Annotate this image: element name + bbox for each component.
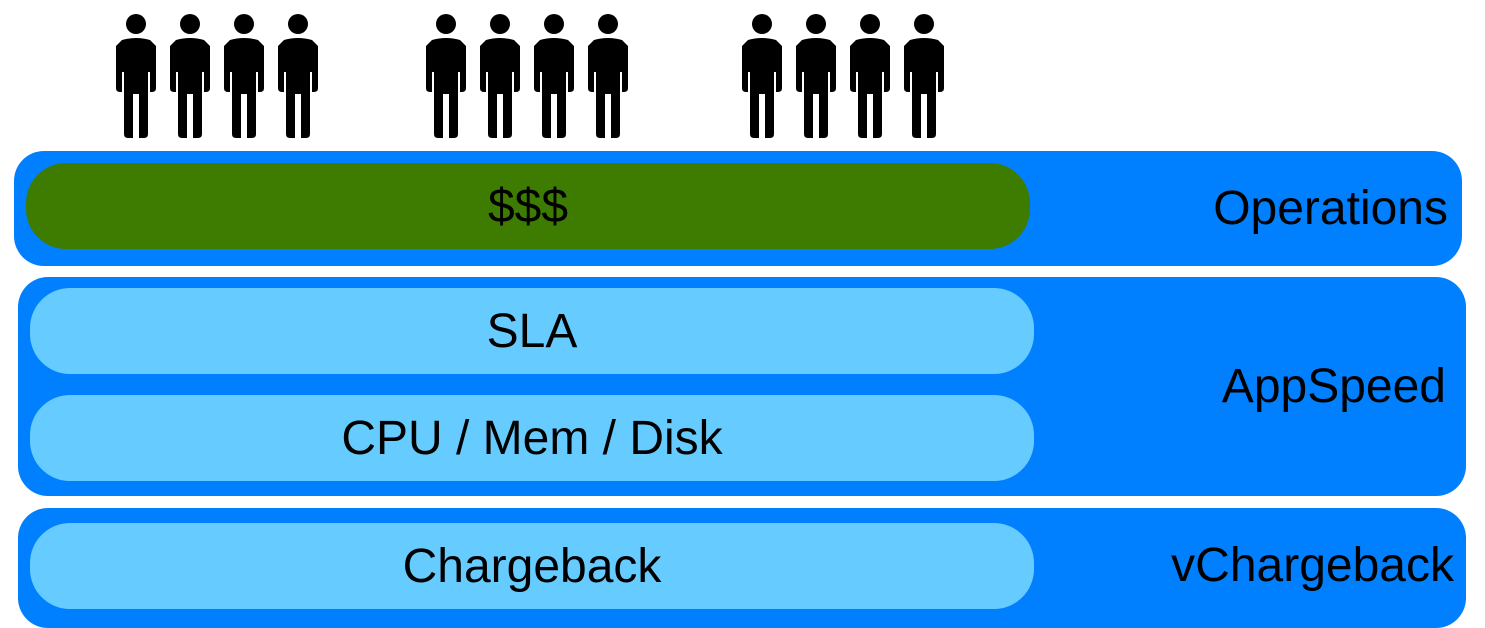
- person-icon: [112, 10, 160, 138]
- appspeed-layer: SLA CPU / Mem / Disk AppSpeed: [18, 277, 1466, 496]
- money-pill: $$$: [26, 163, 1030, 249]
- operations-layer: $$$ Operations: [14, 151, 1462, 266]
- chargeback-pill: Chargeback: [30, 523, 1034, 609]
- person-icon: [530, 10, 578, 138]
- people-group-1: [112, 10, 322, 138]
- people-group-2: [422, 10, 632, 138]
- resources-label: CPU / Mem / Disk: [341, 411, 723, 465]
- sla-label: SLA: [486, 304, 578, 358]
- people-group-3: [738, 10, 948, 138]
- person-icon: [792, 10, 840, 138]
- person-icon: [900, 10, 948, 138]
- operations-label: Operations: [1213, 182, 1448, 235]
- person-icon: [846, 10, 894, 138]
- appspeed-label: AppSpeed: [1221, 360, 1446, 413]
- person-icon: [422, 10, 470, 138]
- person-icon: [166, 10, 214, 138]
- person-icon: [274, 10, 322, 138]
- sla-pill: SLA: [30, 288, 1034, 374]
- vchargeback-label: vChargeback: [1171, 538, 1454, 592]
- person-icon: [738, 10, 786, 138]
- money-label: $$$: [487, 179, 569, 233]
- chargeback-label: Chargeback: [402, 539, 662, 593]
- person-icon: [220, 10, 268, 138]
- person-icon: [584, 10, 632, 138]
- person-icon: [476, 10, 524, 138]
- vchargeback-layer: Chargeback vChargeback: [18, 508, 1466, 628]
- resources-pill: CPU / Mem / Disk: [30, 395, 1034, 481]
